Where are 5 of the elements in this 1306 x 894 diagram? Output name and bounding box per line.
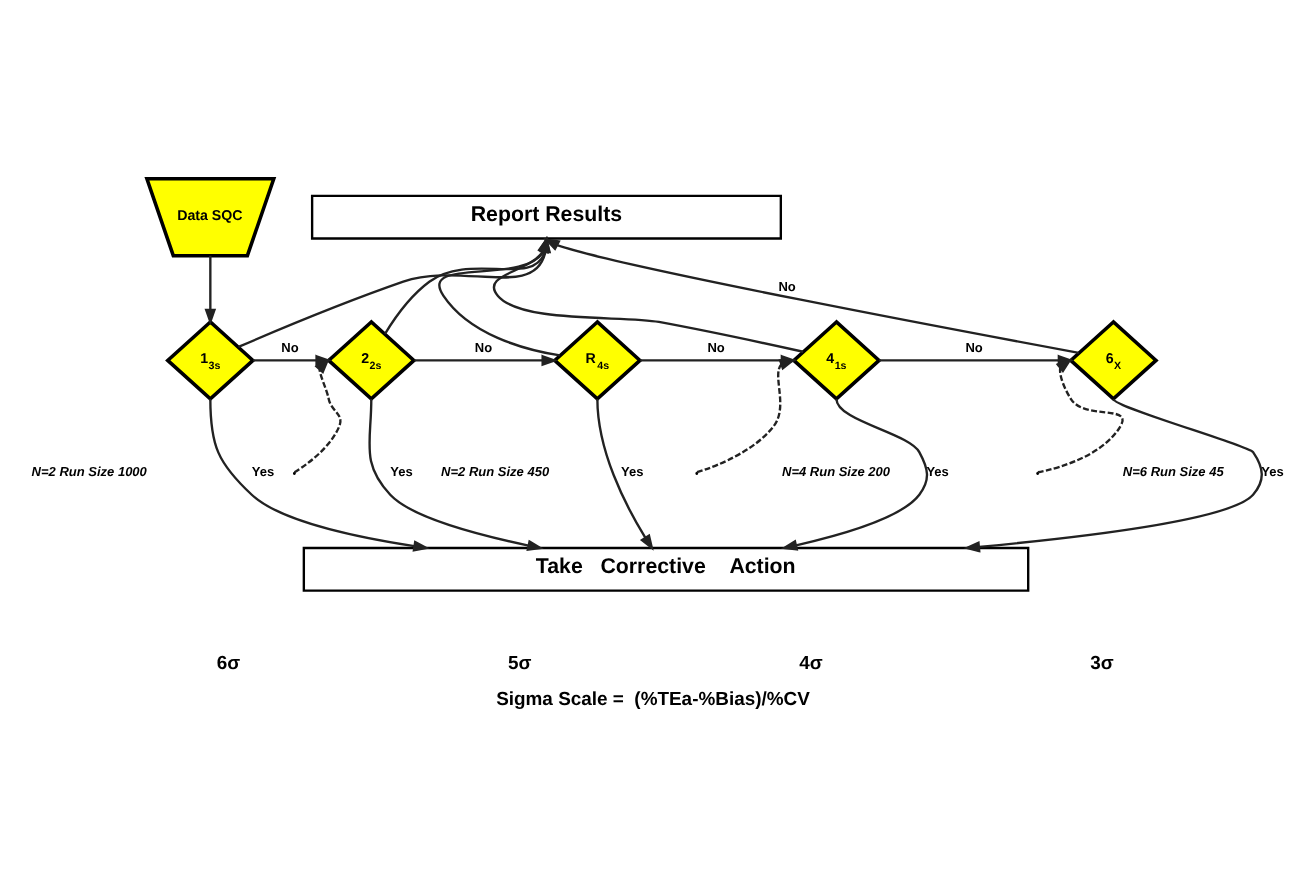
caption: Sigma Scale = (%TEa-%Bias)/%CV xyxy=(496,688,810,711)
label: 5σ xyxy=(508,651,532,674)
label: 6σ xyxy=(216,651,241,674)
label: 4σ xyxy=(799,651,823,674)
label: 3σ xyxy=(1090,651,1114,674)
